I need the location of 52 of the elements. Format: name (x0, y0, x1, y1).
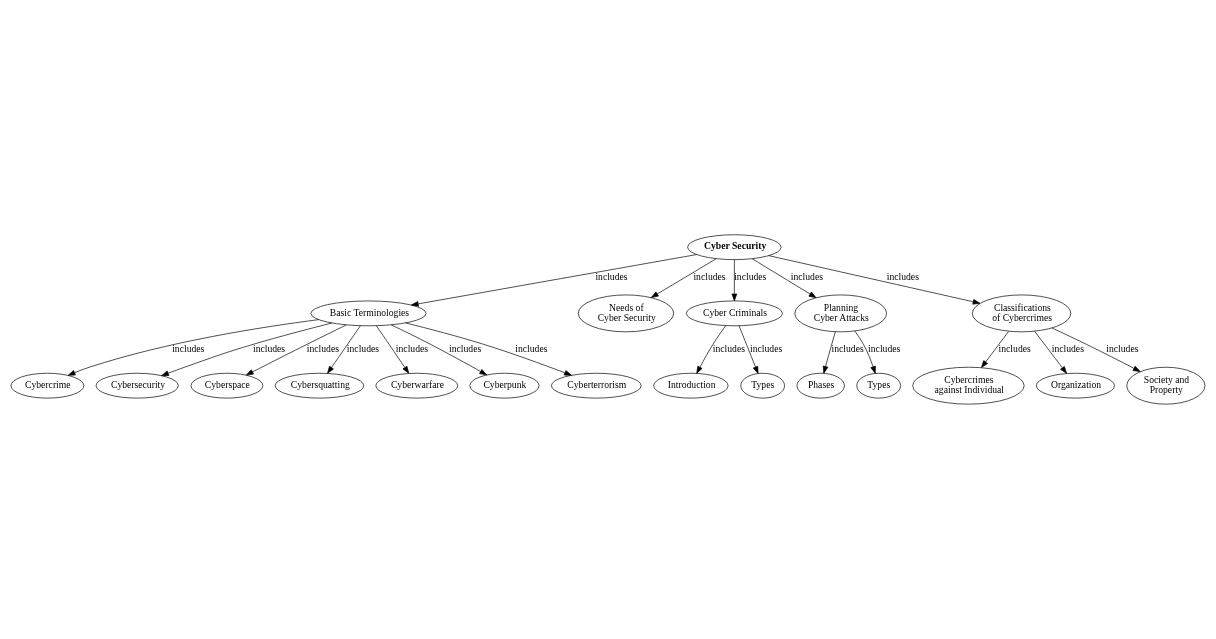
edge-label: includes (1051, 343, 1084, 355)
edge-label: includes (693, 270, 726, 282)
node-ellipse: Types (856, 372, 901, 399)
edge-label: includes (395, 343, 429, 355)
arrow (1034, 331, 1067, 374)
arrow (405, 322, 572, 376)
edge-label: includes (868, 343, 901, 355)
edge-label: includes (595, 270, 628, 282)
node-ellipse: Cybercrimes against Individual (912, 366, 1025, 405)
arrow (854, 330, 876, 374)
arrow (751, 258, 817, 298)
node-ellipse: Phases (796, 372, 845, 399)
arrow (822, 331, 836, 374)
arrow (696, 325, 727, 374)
edge-label: includes (734, 270, 767, 282)
edge-label: includes (346, 343, 380, 355)
node-ellipse: Cyber Security (687, 234, 782, 260)
edge-label: includes (831, 343, 864, 355)
arrow (650, 258, 717, 298)
arrow (161, 322, 333, 376)
arrow (245, 324, 347, 376)
node-ellipse: Cyberspace (190, 372, 264, 399)
edge-label: includes (449, 343, 482, 355)
arrow (1051, 327, 1141, 372)
edge-label: includes (172, 343, 205, 355)
arrow (738, 325, 759, 374)
node-ellipse: Planning Cyber Attacks (794, 294, 887, 333)
edge-label: includes (515, 343, 548, 355)
edge-label: includes (1106, 343, 1139, 355)
edge-label: includes (750, 343, 783, 355)
edge-label: includes (712, 343, 745, 355)
arrow (981, 331, 1009, 368)
node-ellipse: Cybersquatting (274, 372, 365, 399)
edge-label: includes (998, 343, 1031, 355)
node-ellipse: Cyberpunk (469, 372, 540, 399)
arrow (411, 254, 697, 307)
edge-label: includes (252, 343, 286, 355)
arrow (731, 259, 738, 302)
node-ellipse: Cyber Criminals (686, 300, 783, 327)
node-ellipse: Needs of Cyber Security (577, 294, 675, 333)
node-ellipse: Types (740, 372, 785, 399)
arrow (67, 319, 319, 376)
edge-label: includes (886, 270, 919, 282)
arrow (768, 255, 981, 305)
edge-label: includes (306, 343, 339, 355)
node-ellipse: Organization (1036, 372, 1115, 399)
edge-label: includes (790, 270, 823, 282)
arrow (390, 324, 488, 376)
node-ellipse: Cyberwarfare (375, 372, 459, 399)
arrow (376, 325, 410, 374)
arrow (327, 325, 361, 374)
node-ellipse: Introduction (653, 372, 729, 399)
